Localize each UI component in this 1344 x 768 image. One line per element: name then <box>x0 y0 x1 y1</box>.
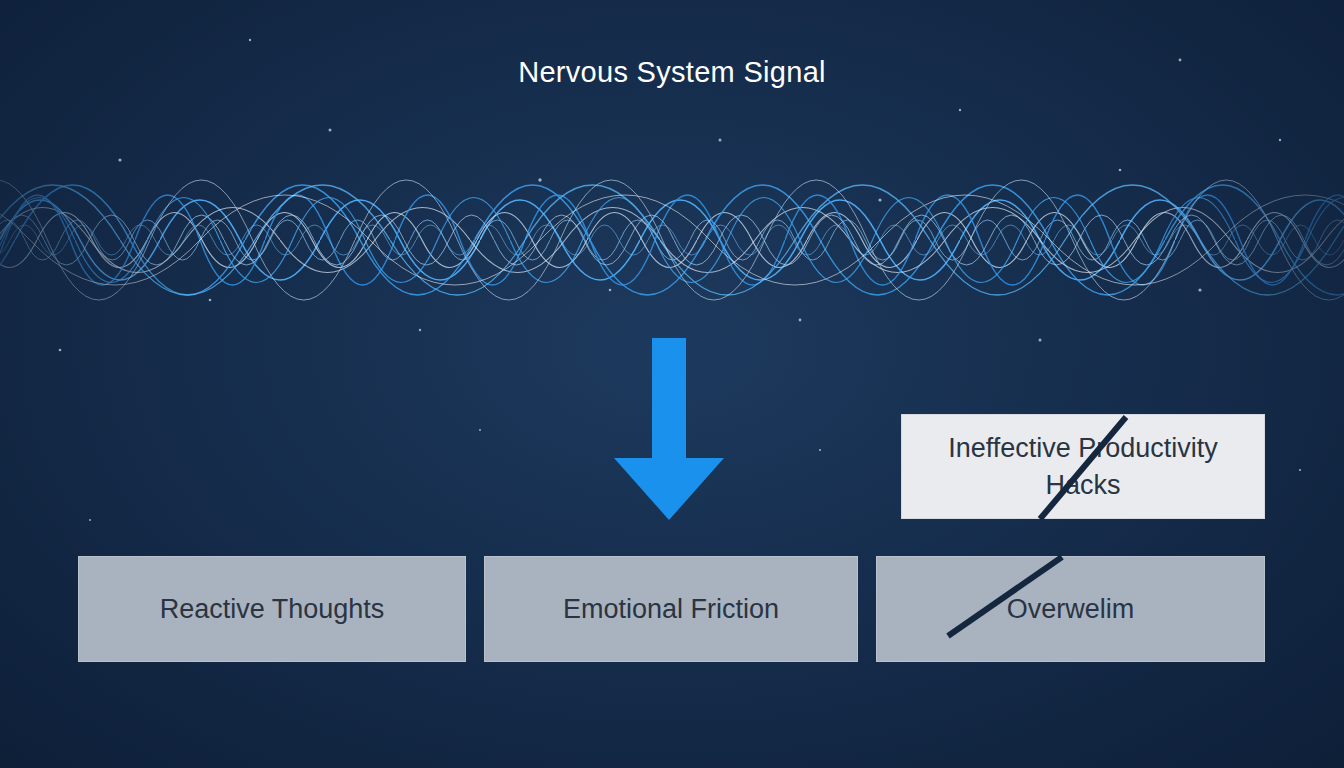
strike-slash <box>948 557 1062 636</box>
process-box: Reactive Thoughts <box>78 556 466 662</box>
process-box: Overwelim <box>876 556 1265 662</box>
box-label: Ineffective Productivity Hacks <box>916 430 1250 504</box>
box-label: Emotional Friction <box>563 591 779 628</box>
diagram-title: Nervous System Signal <box>0 56 1344 89</box>
process-box: Emotional Friction <box>484 556 858 662</box>
strike-slash <box>1040 417 1126 519</box>
crossed-out-box: Ineffective Productivity Hacks <box>901 414 1265 519</box>
down-arrow <box>614 338 724 520</box>
box-label: Overwelim <box>1007 591 1135 628</box>
box-label: Reactive Thoughts <box>160 591 385 628</box>
